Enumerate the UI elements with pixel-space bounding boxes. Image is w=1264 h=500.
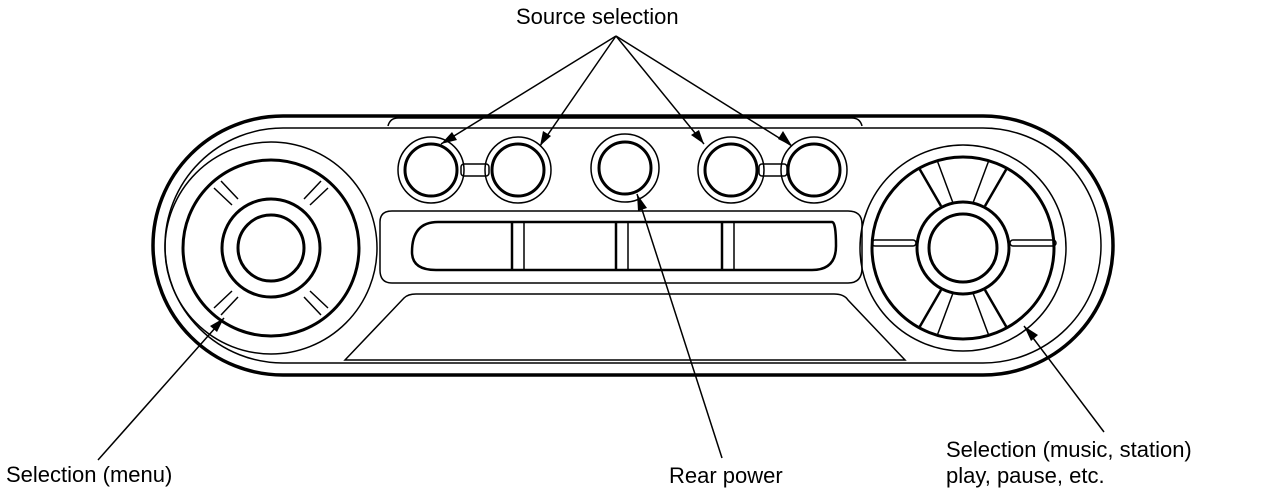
right-dial-ring (859, 144, 1067, 352)
lower-recess (343, 293, 907, 361)
rear-power-button[interactable] (590, 133, 660, 203)
button-link-left (460, 163, 490, 177)
center-button-bar (410, 220, 838, 272)
source-button-4[interactable] (780, 136, 848, 204)
source-selection-arrows (440, 35, 793, 147)
source-button-3[interactable] (697, 136, 765, 204)
selection-music-label-line2: play, pause, etc. (946, 463, 1105, 488)
left-dial-ring (164, 141, 378, 355)
button-link-right (758, 163, 788, 177)
source-button-1[interactable] (397, 136, 465, 204)
selection-music-label: Selection (music, station) play, pause, … (946, 437, 1192, 489)
source-selection-label: Source selection (516, 4, 679, 29)
source-button-2[interactable] (484, 136, 552, 204)
panel-housing-outer (151, 114, 1115, 377)
menu-selector-pad[interactable] (181, 158, 361, 338)
top-ridge (387, 117, 863, 127)
music-selector-dial[interactable] (870, 155, 1057, 341)
rear-power-arrow (636, 193, 723, 459)
rear-power-label: Rear power (669, 463, 783, 488)
music-selection-arrow (1023, 325, 1105, 433)
selection-menu-label: Selection (menu) (6, 462, 173, 487)
selection-music-label-line1: Selection (music, station) (946, 437, 1192, 462)
center-recess (379, 210, 863, 284)
menu-selection-arrow (97, 317, 225, 461)
